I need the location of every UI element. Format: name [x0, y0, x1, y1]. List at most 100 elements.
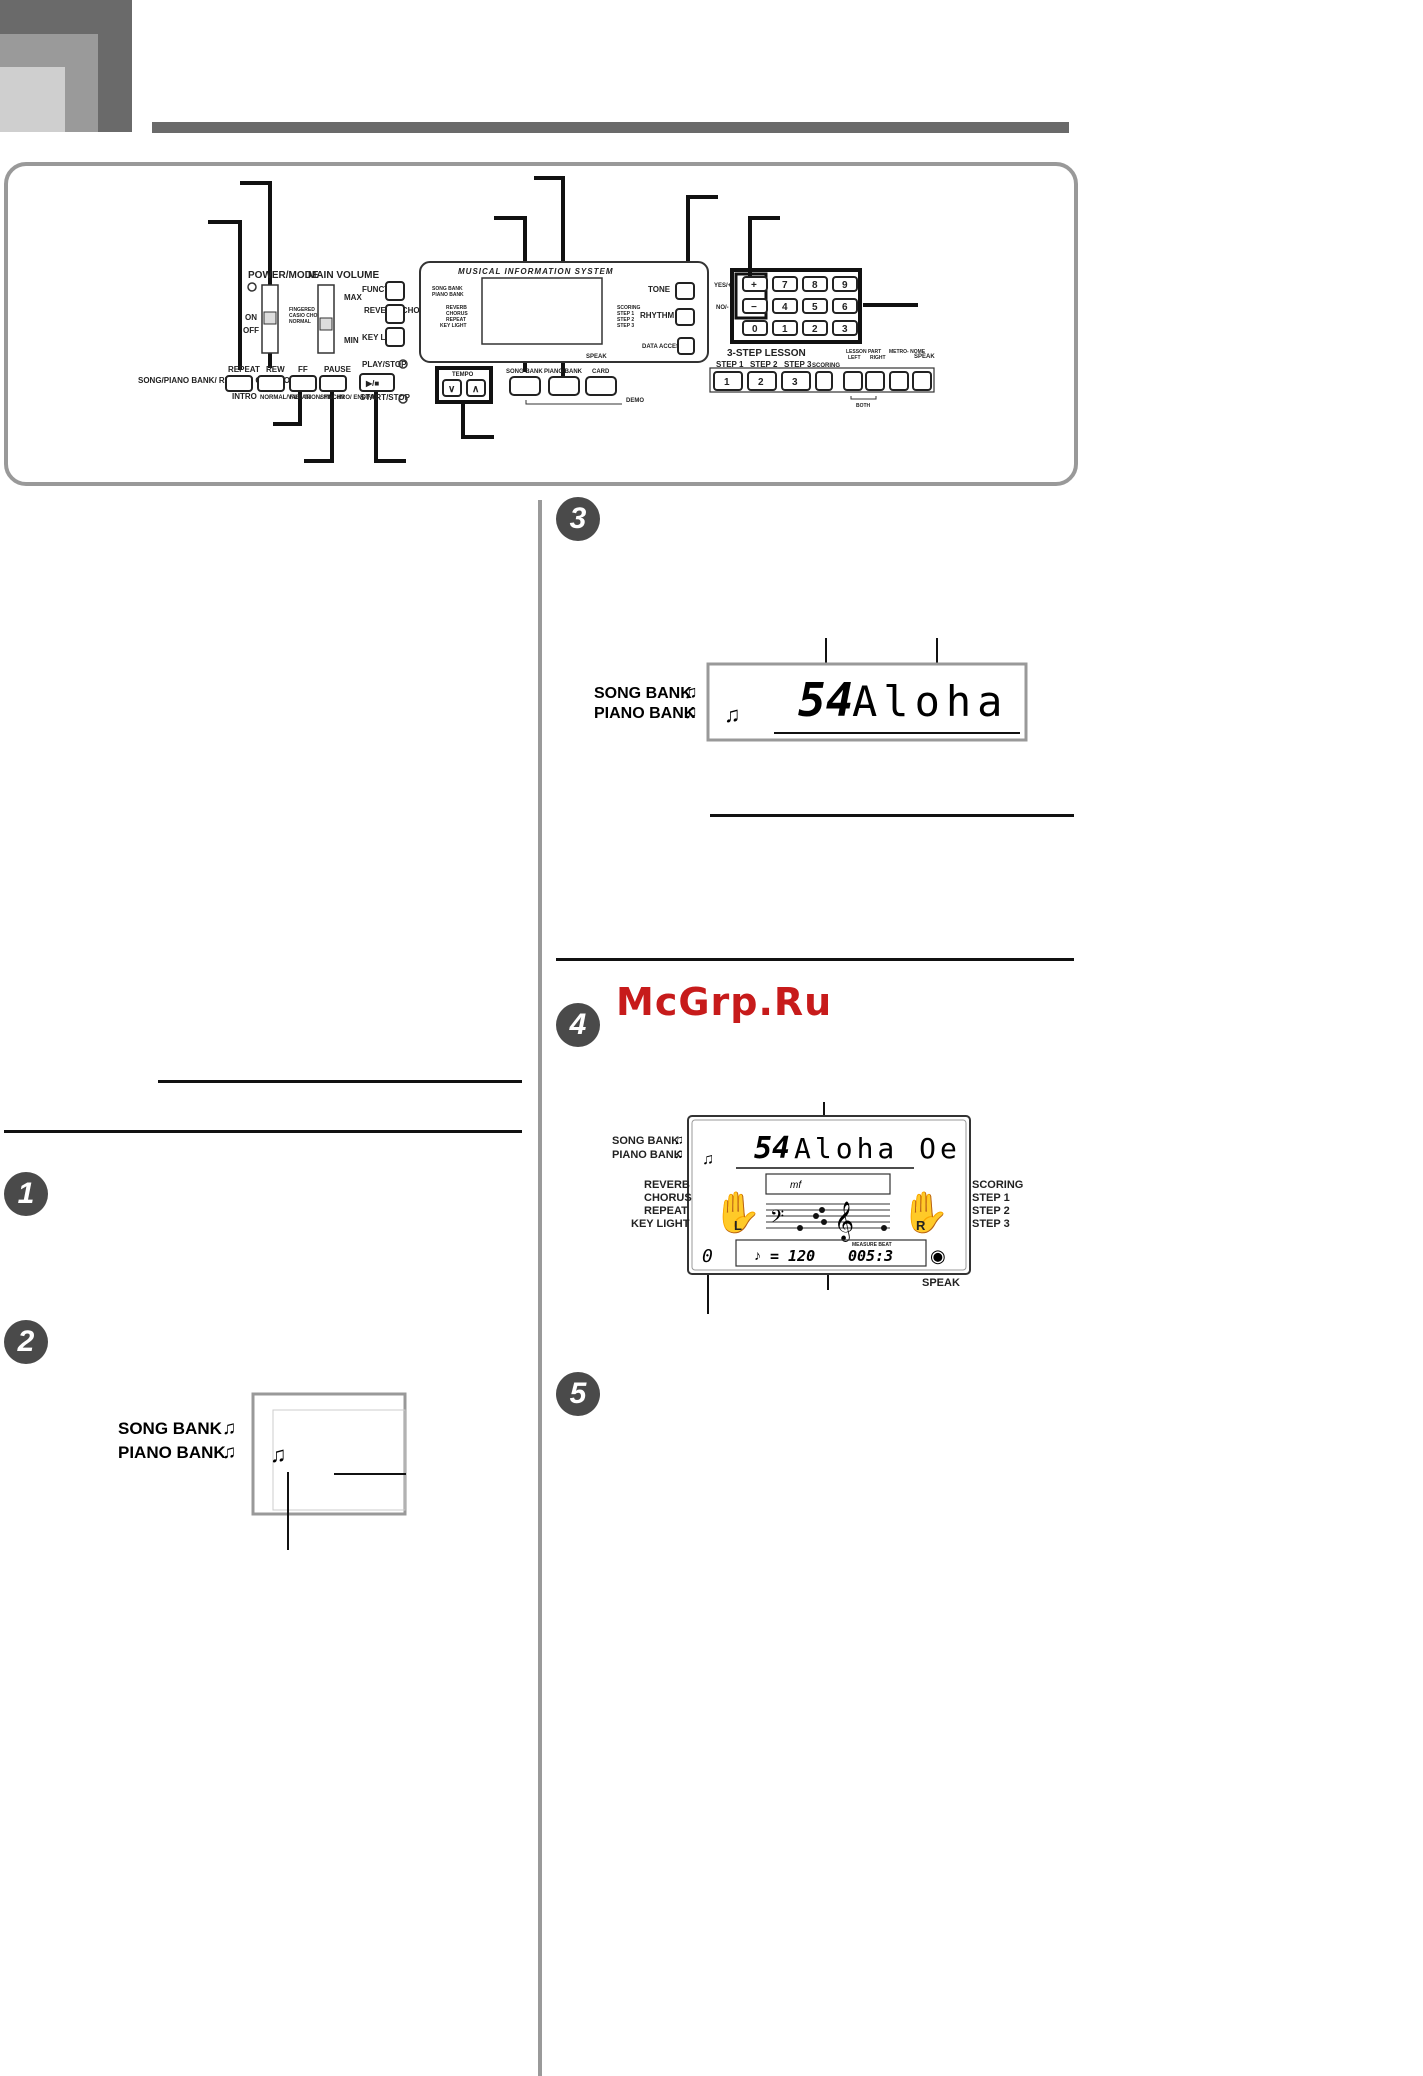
keypad-key-label: 5	[812, 302, 818, 313]
right-label: STEP 2	[972, 1205, 1010, 1217]
demo-label: DEMO	[626, 398, 644, 404]
three-step-label: 3-STEP LESSON	[727, 348, 806, 359]
song-title: Aloha Oe	[852, 677, 1030, 726]
callout-line	[686, 195, 718, 288]
column-divider	[538, 500, 542, 2076]
key-light-label: KEY LIGHT	[362, 333, 405, 342]
lesson-group-outline	[709, 367, 935, 393]
keypad-key-label: 6	[842, 302, 848, 313]
right-part-button[interactable]	[865, 371, 885, 391]
keypad-key[interactable]	[832, 320, 858, 336]
right-hand-letter: R	[916, 1218, 926, 1233]
note	[821, 1219, 827, 1225]
speak-label: SPEAK	[586, 354, 607, 360]
play-stop-icon: ▶/■	[365, 379, 379, 388]
play-stop-label: PLAY/STOP	[362, 360, 407, 369]
tone-button[interactable]	[675, 282, 695, 300]
step-marker-3: 3	[556, 497, 600, 541]
song-title: Aloha Oe	[794, 1132, 961, 1165]
keypad-key[interactable]	[772, 320, 798, 336]
step1-label: STEP 1	[716, 360, 744, 369]
left-part-button[interactable]	[843, 371, 863, 391]
keypad-key[interactable]	[802, 320, 828, 336]
keypad-key[interactable]	[802, 298, 828, 314]
callout-line	[374, 383, 406, 463]
lesson-display-figure: SONG BANK PIANO BANK ♫ ♫ ♫ 54 Aloha Oe R…	[612, 1102, 1023, 1314]
key-light-button[interactable]	[385, 327, 405, 347]
data-access-button[interactable]	[677, 337, 695, 355]
lesson-part-label: LESSON PART	[846, 349, 881, 355]
pause-button[interactable]	[319, 375, 347, 392]
speak-label: SPEAK	[922, 1277, 960, 1289]
step-key-label: 3	[792, 377, 798, 388]
reverb-chorus-button[interactable]	[385, 304, 405, 324]
variation-fillin-label: VARIATION/ FILL-IN	[288, 395, 344, 401]
keypad-key[interactable]	[772, 276, 798, 292]
underline-rule	[710, 814, 1074, 817]
song-bank-label: SONG BANK	[118, 1419, 223, 1438]
keypad-key[interactable]	[742, 298, 768, 314]
right-hand-icon: ✋	[900, 1189, 950, 1235]
keyboard-panel-figure	[4, 162, 1078, 486]
piano-bank-icon: ♫	[222, 1442, 236, 1463]
keypad-key[interactable]	[772, 298, 798, 314]
right-label: SCORING	[972, 1179, 1023, 1191]
display-label: KEY LIGHT	[440, 323, 467, 329]
callout-line	[273, 392, 302, 426]
rew-button[interactable]	[257, 375, 285, 392]
display-label: SCORING	[617, 305, 640, 311]
song-indicator-icon: ♫	[270, 1442, 287, 1467]
plusminus-highlight-box	[734, 272, 768, 320]
right-label: STEP 3	[972, 1218, 1010, 1230]
section-rule	[556, 958, 1074, 961]
right-label: STEP 1	[972, 1192, 1010, 1204]
step1-button[interactable]	[713, 371, 743, 391]
song-number: 54	[798, 673, 853, 727]
both-bracket	[850, 396, 877, 400]
scoring-button[interactable]	[815, 371, 833, 391]
ff-label: FF	[298, 365, 308, 374]
demo-bracket	[525, 400, 622, 405]
no-label: NO/-	[716, 305, 729, 311]
step2-button[interactable]	[747, 371, 777, 391]
song-bank-button[interactable]	[509, 376, 541, 396]
dynamic-marking: mf	[790, 1180, 802, 1191]
left-label: KEY LIGHT	[631, 1218, 690, 1230]
keypad-key[interactable]	[802, 276, 828, 292]
lcd-frame-outer	[687, 1115, 971, 1275]
speak-button-label: SPEAK	[914, 354, 935, 360]
tempo-up-button[interactable]	[466, 379, 486, 397]
rew-label: REW	[266, 365, 285, 374]
watermark: McGrp.Ru	[616, 980, 833, 1024]
tempo-down-button[interactable]	[442, 379, 462, 397]
ff-button[interactable]	[289, 375, 317, 392]
metronome-icon: ♪	[754, 1247, 761, 1263]
note	[797, 1225, 803, 1231]
dynamic-box	[765, 1173, 891, 1195]
card-button[interactable]	[585, 376, 617, 396]
song-bank-icon: ♫	[222, 1418, 236, 1439]
metronome-button[interactable]	[889, 371, 909, 391]
keypad-key-label: 9	[842, 280, 848, 291]
song-display-figure: SONG BANK PIANO BANK ♫ ♫ ♫ 54 Aloha Oe	[594, 638, 1030, 742]
staff	[766, 1203, 890, 1229]
speak-button[interactable]	[912, 371, 932, 391]
keypad-key[interactable]	[832, 298, 858, 314]
rhythm-button[interactable]	[675, 308, 695, 326]
keypad-key[interactable]	[832, 276, 858, 292]
keypad-key[interactable]	[742, 276, 768, 292]
function-button[interactable]	[385, 281, 405, 301]
lcd-frame-inner	[691, 1119, 967, 1271]
measure-value: 005:3	[848, 1247, 893, 1265]
repeat-button[interactable]	[225, 375, 253, 392]
piano-bank-button[interactable]	[548, 376, 580, 396]
step3-button[interactable]	[781, 371, 811, 391]
keypad-key[interactable]	[742, 320, 768, 336]
power-on-label: ON	[245, 313, 257, 322]
synchro-ending-label: SYNCHRO/ ENDING	[320, 395, 377, 401]
callout-line	[208, 220, 242, 370]
piano-bank-label: PIANO BANK	[544, 369, 583, 375]
play-stop-button[interactable]	[359, 373, 395, 392]
piano-bank-icon: ♫	[674, 1146, 684, 1161]
speak-icon: ◉	[930, 1246, 946, 1266]
